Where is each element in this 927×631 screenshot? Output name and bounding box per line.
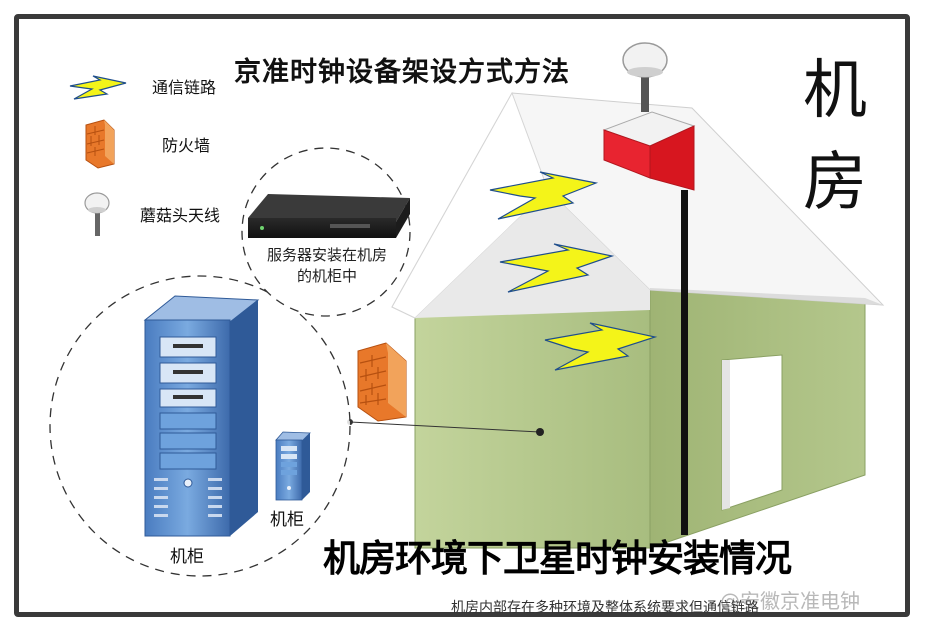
legend-lightning-icon	[69, 75, 127, 100]
diagram-title: 京准时钟设备架设方式方法	[234, 57, 570, 88]
rack-server-icon	[248, 194, 410, 238]
watermark: @安徽京准电钟	[720, 589, 860, 613]
legend-label-antenna: 蘑菇头天线	[140, 206, 221, 225]
legend-label-firewall: 防火墙	[162, 136, 211, 155]
machine-room-house	[391, 91, 885, 549]
cabinet-large-label: 机柜	[170, 547, 204, 567]
headline: 机房环境下卫星时钟安装情况	[323, 537, 792, 580]
firewall-icon	[357, 342, 407, 422]
house-door-frame	[722, 360, 730, 510]
antenna-pole	[641, 72, 649, 112]
room-title-line2: 房	[803, 146, 867, 220]
house-roof-eave	[415, 190, 650, 318]
caption: 机房内部存在多种环境及整体系统要求但通信链路	[451, 600, 759, 616]
lightning-icon	[499, 243, 615, 293]
antenna-cable	[681, 190, 688, 535]
legend-mushroom-antenna-icon	[84, 192, 110, 236]
cabinet-small-label: 机柜	[270, 510, 304, 530]
small-cabinet-icon	[275, 431, 311, 501]
server-caption: 服务器安装在机房的机柜中	[266, 246, 387, 285]
room-title-line1: 机	[803, 54, 867, 128]
connector-line	[349, 421, 541, 433]
house-door	[721, 354, 783, 511]
legend-firewall-icon	[85, 119, 115, 169]
lightning-icon	[489, 171, 599, 220]
satellite-antenna-mast	[602, 42, 696, 535]
red-box-right	[649, 125, 695, 191]
legend-label-link: 通信链路	[152, 78, 217, 97]
lightning-icon	[544, 322, 658, 371]
roof-lightning-group	[489, 171, 658, 371]
large-cabinet-icon	[143, 295, 260, 537]
